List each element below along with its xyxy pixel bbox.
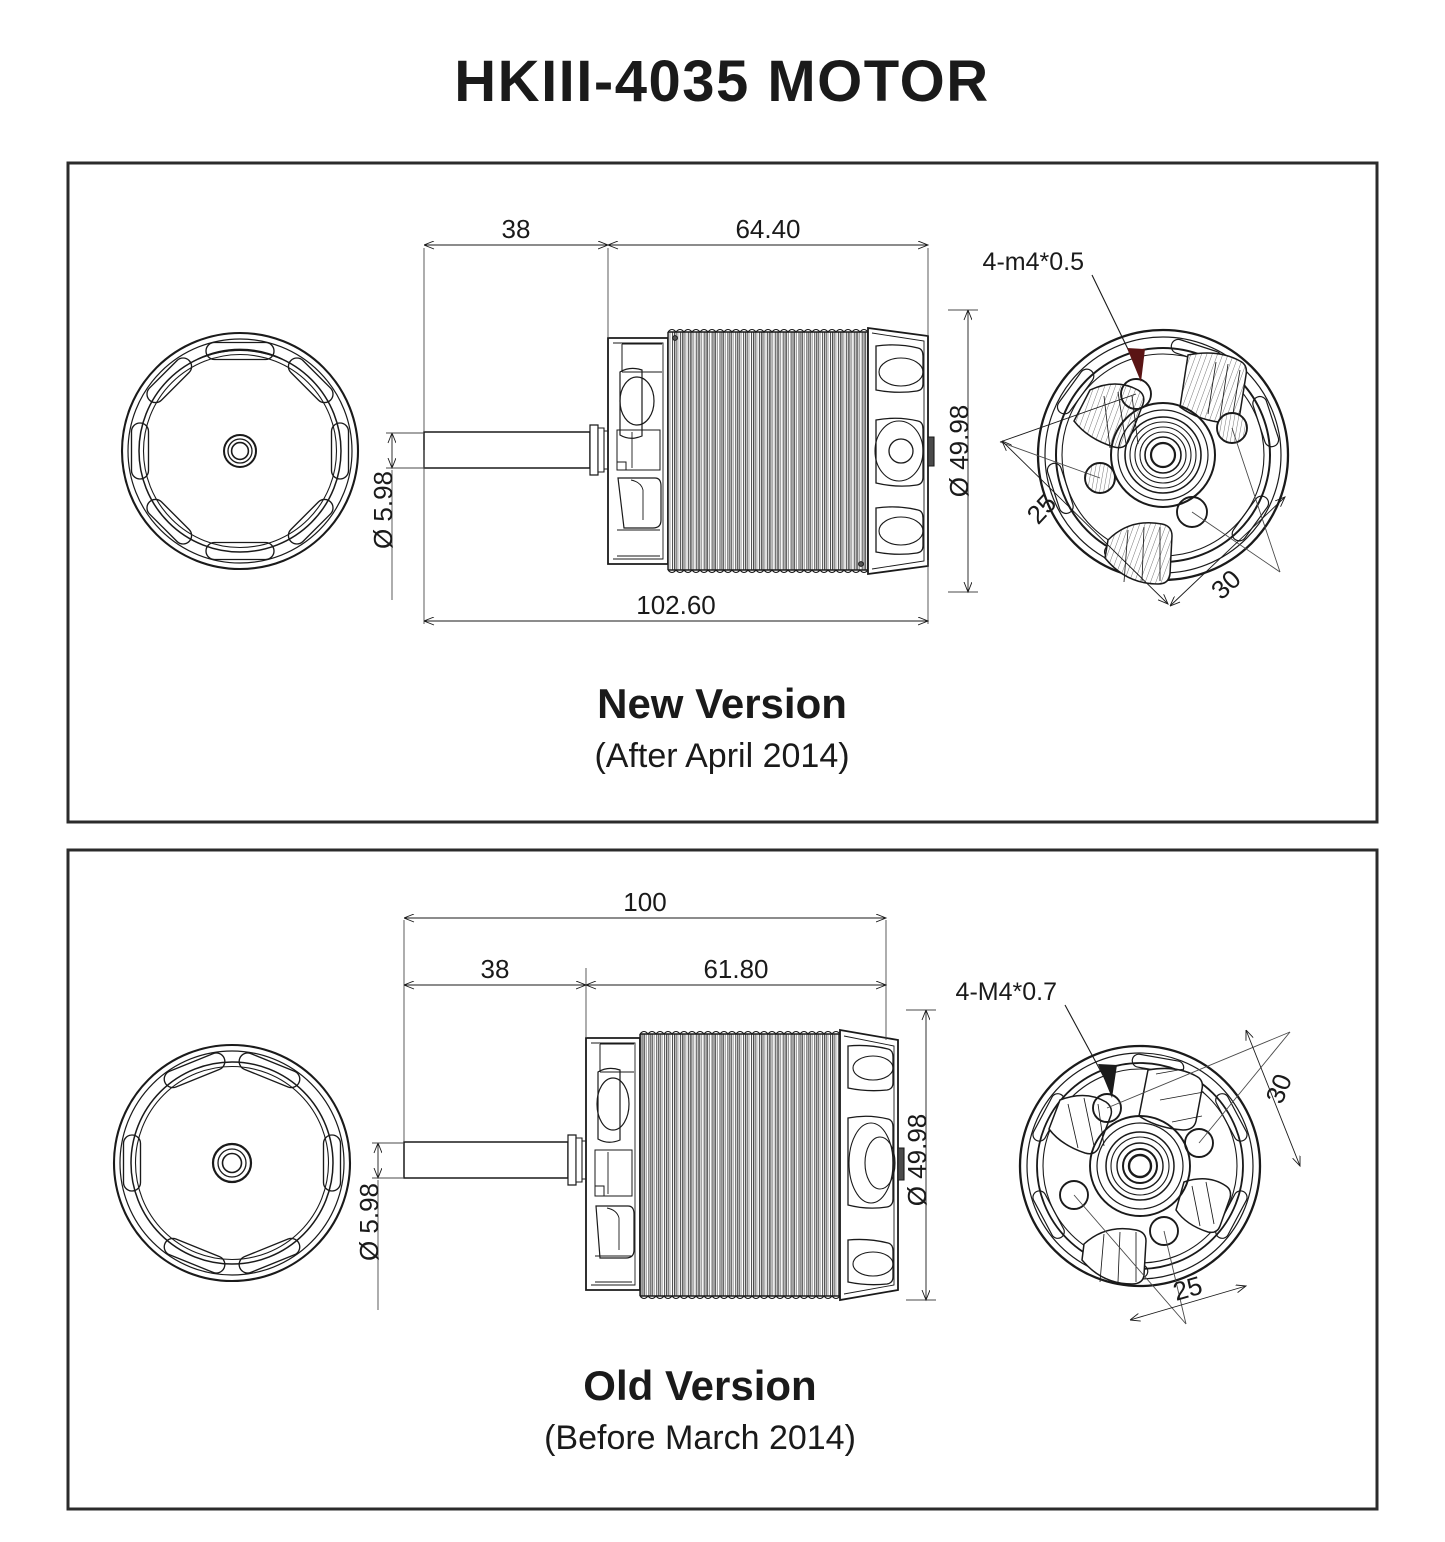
old-version-drawing: 100 38 61.80 Ø 49.98 Ø 5.98 bbox=[112, 887, 1300, 1457]
dimension-body-length-new: 64.40 bbox=[735, 214, 800, 244]
dimension-total-length-old: 100 bbox=[623, 887, 666, 917]
thread-note-old: 4-M4*0.7 bbox=[956, 978, 1057, 1006]
bolt-pattern-dims-old bbox=[1073, 1030, 1300, 1325]
dimension-shaft-diameter-new: Ø 5.98 bbox=[368, 471, 398, 549]
dimension-shaft-length-new: 38 bbox=[502, 214, 531, 244]
caption-sub-new-version: (After April 2014) bbox=[594, 737, 849, 775]
dimension-shaft-diameter-old: Ø 5.98 bbox=[354, 1183, 384, 1261]
caption-old-version: Old Version bbox=[583, 1362, 816, 1409]
side-view-new bbox=[423, 326, 935, 576]
dimension-body-diameter-old: Ø 49.98 bbox=[902, 1114, 932, 1207]
rear-end-view-new bbox=[120, 331, 360, 571]
front-face-view-old bbox=[1018, 1044, 1262, 1288]
page-title: HKIII-4035 MOTOR bbox=[454, 49, 989, 114]
panel-frame-old-version bbox=[66, 848, 1379, 1511]
thread-callout-old: 4-M4*0.7 bbox=[956, 978, 1117, 1098]
dimension-lines-old bbox=[372, 918, 936, 1310]
panel-frame-new-version bbox=[66, 161, 1379, 824]
rear-end-view-old bbox=[112, 1043, 352, 1283]
dimension-body-diameter-new: Ø 49.98 bbox=[944, 405, 974, 498]
thread-callout-new: 4-m4*0.5 bbox=[983, 248, 1145, 382]
dimension-shaft-length-old: 38 bbox=[481, 954, 510, 984]
bolt-pattern-dims-new bbox=[999, 393, 1285, 606]
caption-sub-old-version: (Before March 2014) bbox=[544, 1419, 856, 1457]
side-view-old bbox=[403, 1028, 905, 1302]
thread-note-new: 4-m4*0.5 bbox=[983, 248, 1084, 276]
dimension-total-length-new: 102.60 bbox=[636, 590, 716, 620]
dimension-body-length-old: 61.80 bbox=[703, 954, 768, 984]
caption-new-version: New Version bbox=[597, 680, 847, 727]
dimension-lines-new bbox=[386, 245, 978, 624]
